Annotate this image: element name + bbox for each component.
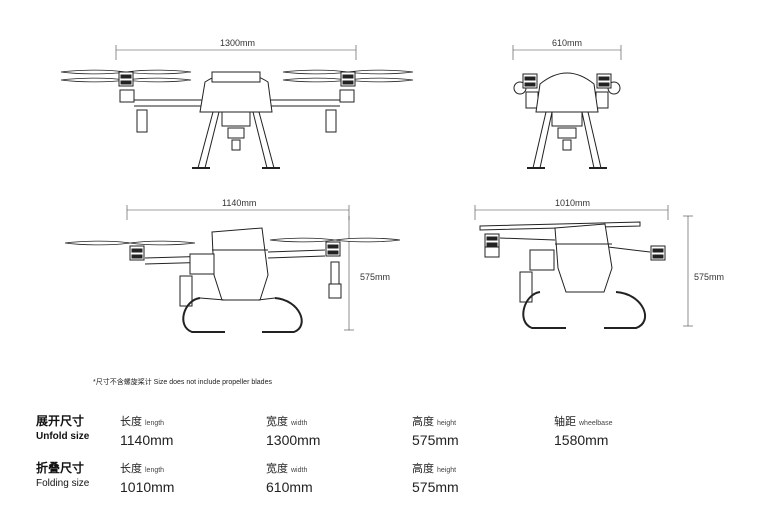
side-view-unfolded [64,205,401,333]
spec-value: 1140mm [120,432,174,448]
dim-top-front-width: 1300mm [220,38,256,48]
unfold-title-cn: 展开尺寸 [36,414,85,428]
dim-side-folded-length: 1010mm [555,198,591,208]
unfold-title-en: Unfold size [36,431,90,442]
spec-label-en: length [145,420,165,427]
dim-top-folded-width: 610mm [552,38,583,48]
folding-title-cn: 折叠尺寸 [36,461,85,475]
spec-value: 1580mm [554,432,609,448]
unfold-size-heading: 展开尺寸 Unfold size [36,412,89,442]
spec-label-en: height [437,420,457,427]
spec-label-cn: 长度 [120,463,142,475]
spec-label-cn: 高度 [412,463,434,475]
spec-label-cn: 宽度 [266,416,288,428]
spec-value: 1010mm [120,479,175,495]
spec-label-cn: 长度 [120,416,142,428]
dim-side-length: 1140mm [222,198,257,208]
spec-label-cn: 宽度 [266,463,288,475]
spec-label-en: width [291,420,308,427]
folding-title-en: Folding size [36,478,90,489]
footnote: *尺寸不含螺旋桨计 Size does not include propelle… [93,379,272,386]
spec-label-en: height [437,467,457,474]
spec-value: 575mm [412,479,459,495]
spec-label-cn: 高度 [412,416,434,428]
front-view-folded [512,45,622,169]
side-view-folded [474,205,693,329]
spec-label-cn: 轴距 [554,416,576,428]
spec-value: 1300mm [266,432,321,448]
folding-size-heading: 折叠尺寸 Folding size [36,459,89,489]
front-view-unfolded [60,45,414,169]
spec-value: 575mm [412,432,459,448]
spec-label-en: width [291,467,308,474]
dim-side-height: 575mm [360,272,391,282]
spec-label-en: wheelbase [579,420,613,427]
dim-side-folded-height: 575mm [694,272,725,282]
spec-value: 610mm [266,479,313,495]
spec-label-en: length [145,467,165,474]
